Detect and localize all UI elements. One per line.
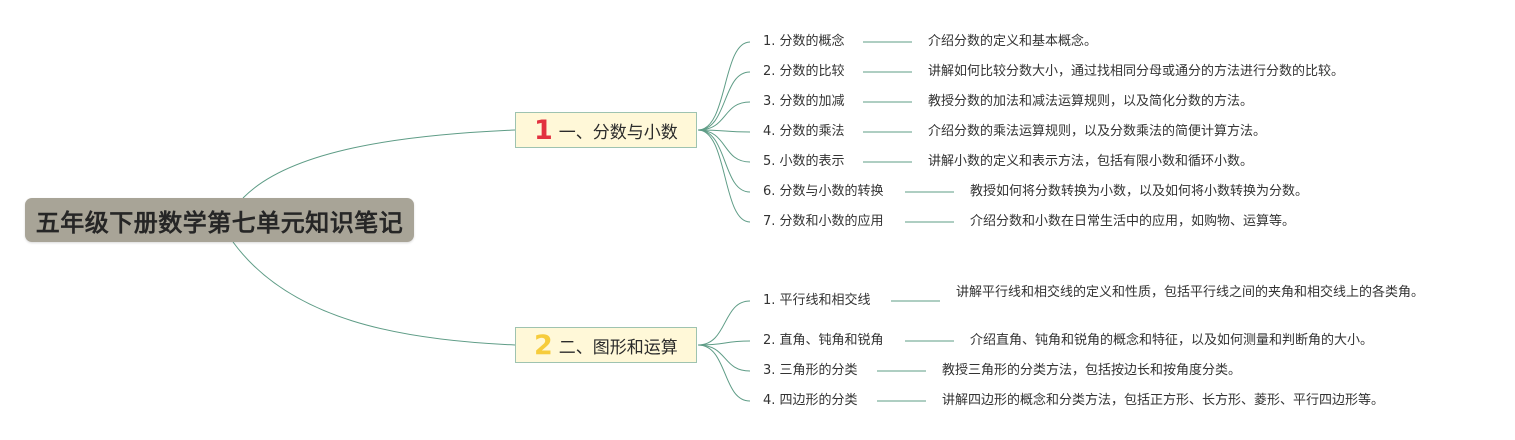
- root-node[interactable]: 五年级下册数学第七单元知识笔记: [25, 198, 414, 242]
- connector-topic-1-item-1: [697, 41, 751, 131]
- connector-topic-1-item-3: [697, 101, 751, 131]
- description-fraction-decimal-conversion[interactable]: 教授如何将分数转换为小数，以及如何将小数转换为分数。: [970, 184, 1309, 199]
- connector-topic-1-item-4: [697, 129, 751, 133]
- connector-topic-2-item-4: [697, 344, 751, 402]
- subtopic-fraction-concept[interactable]: 1. 分数的概念: [763, 34, 845, 49]
- subtopic-angle-types[interactable]: 2. 直角、钝角和锐角: [763, 333, 884, 348]
- description-fraction-decimal-application[interactable]: 介绍分数和小数在日常生活中的应用，如购物、运算等。: [970, 214, 1296, 229]
- description-triangle-classification[interactable]: 教授三角形的分类方法，包括按边长和按角度分类。: [942, 363, 1242, 378]
- connector-topic-2-item-3: [697, 344, 751, 372]
- connector-root-topic-1: [242, 129, 516, 199]
- description-decimal-representation[interactable]: 讲解小数的定义和表示方法，包括有限小数和循环小数。: [928, 154, 1254, 169]
- description-parallel-intersecting-lines[interactable]: 讲解平行线和相交线的定义和性质，包括平行线之间的夹角和相交线上的各类角。: [956, 285, 1425, 300]
- subtopic-parallel-intersecting-lines[interactable]: 1. 平行线和相交线: [763, 293, 871, 308]
- connector-topic-1-item-2: [697, 71, 751, 131]
- description-fraction-multiply[interactable]: 介绍分数的乘法运算规则，以及分数乘法的简便计算方法。: [928, 124, 1267, 139]
- root-title: 五年级下册数学第七单元知识笔记: [35, 208, 404, 237]
- subtopic-fraction-add-sub[interactable]: 3. 分数的加减: [763, 94, 845, 109]
- subtopic-fraction-decimal-application[interactable]: 7. 分数和小数的应用: [763, 214, 884, 229]
- connector-topic-1-item-6: [697, 129, 751, 193]
- topic-number-1-icon: 1: [534, 114, 553, 146]
- description-fraction-concept[interactable]: 介绍分数的定义和基本概念。: [928, 34, 1098, 49]
- subtopic-triangle-classification[interactable]: 3. 三角形的分类: [763, 363, 858, 378]
- topic-label: 一、分数与小数: [558, 122, 678, 143]
- subtopic-fraction-multiply[interactable]: 4. 分数的乘法: [763, 124, 845, 139]
- connector-topic-2-item-2: [697, 340, 751, 346]
- subtopic-quadrilateral-classification[interactable]: 4. 四边形的分类: [763, 393, 858, 408]
- subtopic-fraction-decimal-conversion[interactable]: 6. 分数与小数的转换: [763, 184, 884, 199]
- topic-label: 二、图形和运算: [558, 337, 678, 358]
- connector-topic-1-item-5: [697, 129, 751, 163]
- topic-node-shapes-operations[interactable]: 2 二、图形和运算: [515, 327, 697, 363]
- topic-node-fractions-decimals[interactable]: 1 一、分数与小数: [515, 112, 697, 148]
- subtopic-fraction-compare[interactable]: 2. 分数的比较: [763, 64, 845, 79]
- connector-root-topic-2: [232, 241, 516, 346]
- description-fraction-add-sub[interactable]: 教授分数的加法和减法运算规则，以及简化分数的方法。: [928, 94, 1254, 109]
- description-quadrilateral-classification[interactable]: 讲解四边形的概念和分类方法，包括正方形、长方形、菱形、平行四边形等。: [942, 393, 1385, 408]
- description-angle-types[interactable]: 介绍直角、钝角和锐角的概念和特征，以及如何测量和判断角的大小。: [970, 333, 1374, 348]
- description-fraction-compare[interactable]: 讲解如何比较分数大小，通过找相同分母或通分的方法进行分数的比较。: [928, 64, 1345, 79]
- connector-topic-1-item-7: [697, 129, 751, 223]
- connector-topic-2-item-1: [697, 300, 751, 346]
- topic-number-2-icon: 2: [534, 329, 553, 361]
- subtopic-decimal-representation[interactable]: 5. 小数的表示: [763, 154, 845, 169]
